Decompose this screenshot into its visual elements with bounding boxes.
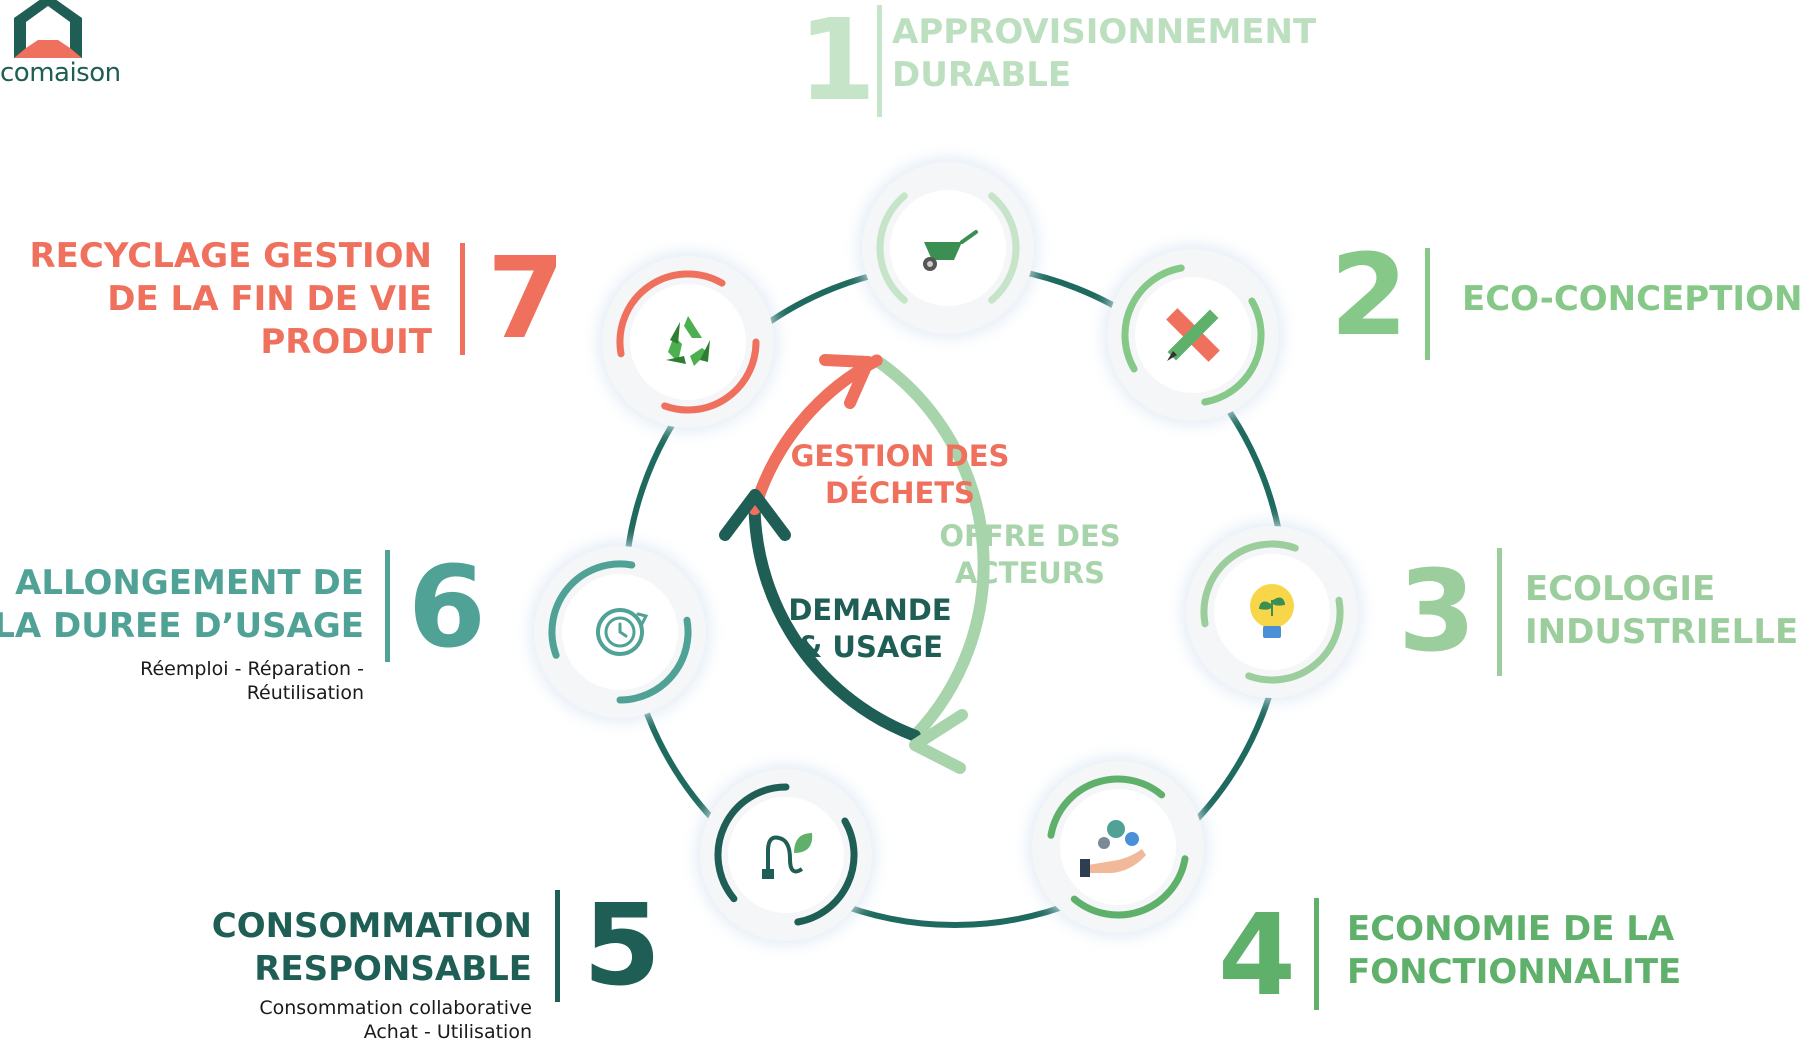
center-label-offer: OFFRE DES ACTEURS — [920, 518, 1140, 592]
center-waste-line-1: GESTION DES — [790, 439, 1010, 473]
clock-refresh-icon — [596, 608, 649, 656]
step-3-number: 3 — [1398, 547, 1476, 677]
step-6-sub-line-1: Réemploi - Réparation - — [140, 658, 364, 680]
inner-arc-demand — [748, 503, 921, 742]
step-6-title: ALLONGEMENT DE LA DUREE D’USAGE — [0, 562, 364, 648]
step-7-title-line-3: PRODUIT — [260, 322, 432, 362]
step-2-number: 2 — [1330, 231, 1408, 361]
step-4-title: ECONOMIE DE LA FONCTIONNALITE — [1347, 908, 1681, 994]
logo: comaison — [0, 0, 140, 95]
step-3-divider — [1497, 548, 1502, 676]
node-progress-arc — [1121, 264, 1185, 373]
center-label-demand: DEMANDE & USAGE — [770, 592, 970, 666]
step-4-title-line-1: ECONOMIE DE LA — [1347, 909, 1675, 949]
center-waste-line-2: DÉCHETS — [825, 476, 975, 510]
step-7-divider — [460, 243, 465, 355]
step-1-title-line-2: DURABLE — [892, 55, 1072, 95]
step-1-number: 1 — [798, 0, 876, 126]
step-2-divider — [1425, 248, 1430, 360]
center-label-waste: GESTION DES DÉCHETS — [770, 438, 1030, 512]
node-inner-disc — [728, 797, 844, 913]
lightbulb-plant-icon — [1250, 584, 1294, 638]
node-step-2 — [1105, 247, 1281, 423]
step-2-title-line-1: ECO-CONCEPTION — [1462, 279, 1803, 319]
step-7-title: RECYCLAGE GESTION DE LA FIN DE VIE PRODU… — [30, 235, 433, 364]
node-progress-arc — [616, 616, 692, 704]
node-step-3 — [1184, 524, 1360, 700]
node-progress-arc — [661, 338, 760, 414]
node-progress-arc — [794, 817, 858, 926]
node-progress-arc — [876, 192, 908, 304]
node-progress-arc — [1201, 297, 1265, 406]
step-5-title: CONSOMMATION RESPONSABLE — [212, 905, 532, 991]
step-4-number: 4 — [1218, 891, 1296, 1021]
step-6-divider — [385, 550, 390, 662]
step-5-divider — [555, 890, 560, 1002]
center-offer-line-1: OFFRE DES — [939, 519, 1121, 553]
wheelbarrow-icon — [923, 230, 978, 271]
node-step-6 — [532, 544, 708, 720]
node-inner-disc — [630, 284, 746, 400]
node-step-7 — [600, 254, 776, 430]
center-demand-line-1: DEMANDE — [788, 593, 952, 627]
node-step-5 — [698, 767, 874, 943]
step-1-divider — [877, 5, 882, 117]
step-1-title: APPROVISIONNEMENT DURABLE — [892, 11, 1316, 97]
arrow-head-dark — [719, 489, 791, 541]
step-5-number: 5 — [583, 881, 661, 1011]
recycle-icon — [666, 316, 710, 366]
node-inner-disc — [1060, 789, 1176, 905]
step-6-title-line-1: ALLONGEMENT DE — [15, 563, 364, 603]
step-4-divider — [1314, 898, 1319, 1010]
step-3-title-line-2: INDUSTRIELLE — [1525, 612, 1799, 652]
arrow-head-coral — [819, 354, 874, 409]
pencil-ruler-icon — [1166, 308, 1220, 362]
house-logo-icon — [14, 0, 82, 58]
step-6-number: 6 — [408, 543, 486, 673]
node-progress-arc — [988, 192, 1020, 304]
center-offer-line-2: ACTEURS — [954, 556, 1106, 590]
step-6-sub-line-2: Réutilisation — [246, 682, 364, 704]
center-demand-line-2: & USAGE — [797, 630, 943, 664]
node-progress-arc — [1200, 540, 1299, 628]
step-3-title: ECOLOGIE INDUSTRIELLE — [1525, 568, 1798, 654]
node-progress-arc — [714, 783, 790, 903]
node-progress-arc — [1047, 775, 1166, 839]
inner-arc-waste — [748, 354, 883, 516]
step-5-subtitle: Consommation collaborative Achat - Utili… — [259, 996, 532, 1044]
hand-gears-icon — [1080, 820, 1146, 877]
step-2-title: ECO-CONCEPTION — [1462, 278, 1802, 321]
step-1-title-line-1: APPROVISIONNEMENT — [892, 12, 1317, 52]
logo-text: comaison — [0, 58, 121, 88]
step-4-title-line-2: FONCTIONNALITE — [1347, 952, 1682, 992]
node-progress-arc — [548, 560, 636, 659]
node-step-4 — [1030, 759, 1206, 935]
node-step-1 — [860, 160, 1036, 336]
step-6-title-line-2: LA DUREE D’USAGE — [0, 606, 364, 646]
inner-arc-offer — [870, 354, 990, 742]
step-7-number: 7 — [487, 234, 565, 364]
step-6-subtitle: Réemploi - Réparation - Réutilisation — [140, 657, 364, 705]
node-progress-arc — [616, 270, 726, 358]
node-progress-arc — [1070, 855, 1189, 919]
step-7-title-line-2: DE LA FIN DE VIE — [107, 279, 432, 319]
step-5-sub-line-2: Achat - Utilisation — [363, 1021, 532, 1043]
step-3-title-line-1: ECOLOGIE — [1525, 569, 1716, 609]
arrow-head-light — [909, 709, 968, 774]
step-7-title-line-1: RECYCLAGE GESTION — [29, 236, 433, 276]
step-5-sub-line-1: Consommation collaborative — [259, 997, 532, 1019]
step-5-title-line-2: RESPONSABLE — [254, 949, 532, 989]
step-5-title-line-1: CONSOMMATION — [211, 906, 532, 946]
node-progress-arc — [1245, 596, 1344, 684]
plug-leaf-icon — [762, 833, 813, 879]
